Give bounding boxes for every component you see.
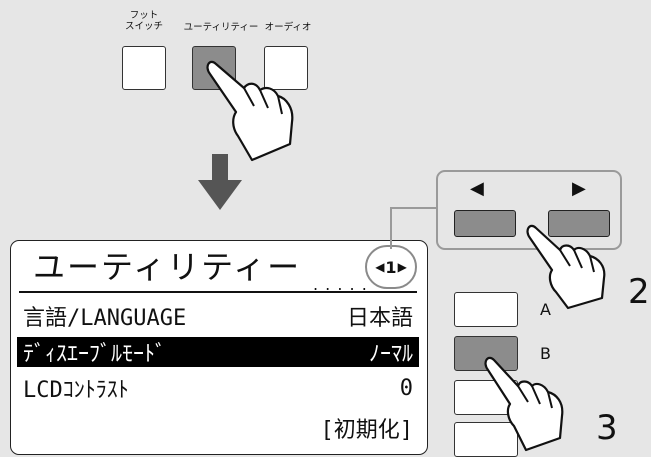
menu-row-label: 言語/LANGUAGE xyxy=(23,306,187,331)
menu-row-language[interactable]: 言語/LANGUAGE 日本語 xyxy=(17,301,419,331)
audio-button[interactable] xyxy=(264,46,308,90)
menu-row-lcd-contrast[interactable]: LCDｺﾝﾄﾗｽﾄ 0 xyxy=(17,373,419,404)
menu-row-label: ﾃﾞｨｽｴｰﾌﾞﾙﾓｰﾄﾞ xyxy=(23,342,167,367)
arrow-left-icon: ◀ xyxy=(470,178,484,199)
side-button-a[interactable] xyxy=(454,292,518,327)
pointing-hand-icon xyxy=(206,60,294,162)
pointing-hand-icon xyxy=(484,356,564,452)
leader-line xyxy=(390,207,438,209)
arrow-down-icon xyxy=(198,154,242,210)
menu-row-value: 0 xyxy=(399,375,413,401)
utility-button[interactable] xyxy=(192,46,236,90)
menu-row-display-mode[interactable]: ﾃﾞｨｽｴｰﾌﾞﾙﾓｰﾄﾞ ﾉｰﾏﾙ xyxy=(17,337,419,367)
utility-label: ユーティリティー xyxy=(183,22,259,33)
menu-row-value: [初期化] xyxy=(320,418,414,443)
lcd-screen: ユーティリティー . . . . . ◀ 1 ▶ 言語/LANGUAGE 日本語… xyxy=(10,240,428,455)
menu-row-value: ﾉｰﾏﾙ xyxy=(368,342,413,367)
page-number: 1 xyxy=(385,257,397,277)
triangle-right-icon: ▶ xyxy=(397,260,407,274)
cursor-right-button[interactable] xyxy=(548,210,610,237)
menu-row-label: LCDｺﾝﾄﾗｽﾄ xyxy=(23,378,129,403)
cursor-button-group: ◀ ▶ xyxy=(436,170,622,250)
title-divider xyxy=(19,291,417,293)
side-button-a-label: A xyxy=(540,300,551,319)
audio-label: オーディオ xyxy=(264,22,312,33)
footswitch-button[interactable] xyxy=(122,46,166,90)
side-button-b-label: B xyxy=(540,344,551,363)
triangle-left-icon: ◀ xyxy=(375,260,385,274)
leader-line xyxy=(390,207,392,249)
footswitch-label: フット スイッチ xyxy=(124,10,163,32)
menu-row-initialize[interactable]: [初期化] xyxy=(17,413,419,443)
menu-row-value: 日本語 xyxy=(346,306,413,331)
page-number-badge: ◀ 1 ▶ xyxy=(365,245,417,289)
page-indicator-dots: . . . . . xyxy=(313,275,368,294)
pointing-hand-icon xyxy=(526,224,606,310)
step-number-3: 3 xyxy=(596,408,618,448)
arrow-right-icon: ▶ xyxy=(572,178,586,199)
cursor-left-button[interactable] xyxy=(454,210,516,237)
page-title: ユーティリティー xyxy=(33,248,302,286)
step-number-2: 2 xyxy=(628,272,650,312)
